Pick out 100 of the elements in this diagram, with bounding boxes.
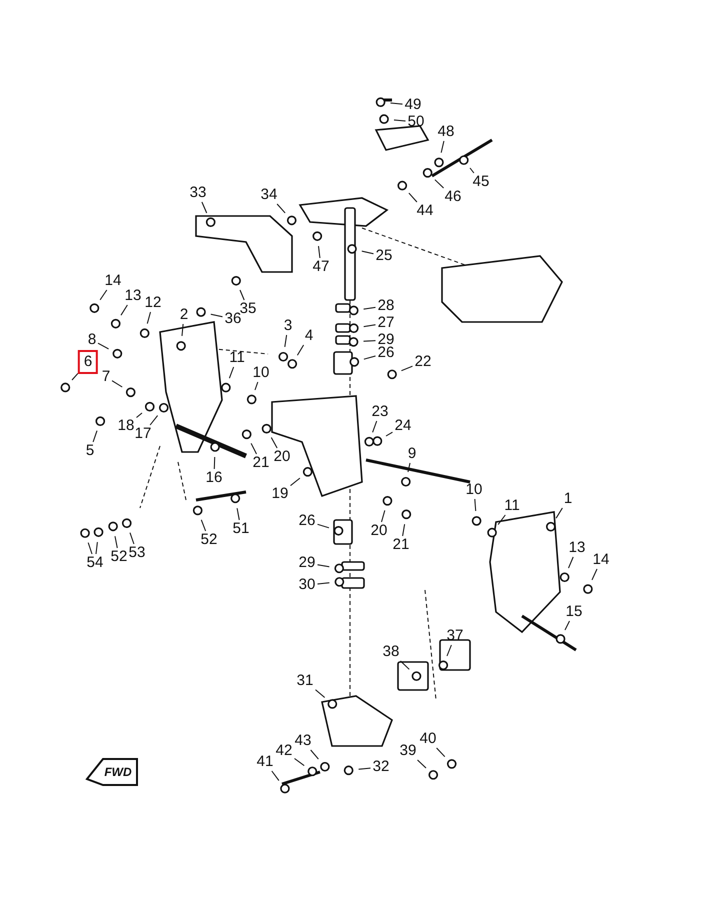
leader-line: [201, 202, 208, 214]
leader-line: [564, 620, 570, 630]
leader-line: [358, 768, 371, 770]
leader-line: [150, 415, 158, 426]
callout-number: 15: [564, 603, 584, 621]
leader-line: [112, 380, 123, 388]
callout-number: 11: [227, 349, 247, 367]
callout-number: 44: [414, 202, 436, 220]
leader-line: [363, 306, 376, 310]
leader-line: [210, 314, 223, 318]
leader-line: [390, 102, 403, 105]
leader-line: [310, 750, 319, 760]
leader-line: [408, 462, 410, 472]
leader-line: [254, 382, 258, 390]
leader-line: [228, 366, 234, 379]
leader-line: [363, 356, 376, 360]
callout-number: 14: [590, 551, 612, 569]
leader-line: [92, 430, 98, 442]
leader-line: [474, 498, 476, 512]
leader-line: [276, 204, 286, 214]
callout-number: 3: [282, 317, 294, 335]
leader-line: [317, 582, 330, 584]
leader-line: [400, 366, 413, 372]
leader-line: [100, 290, 108, 300]
callout-number: 53: [126, 544, 148, 562]
callout-number: 21: [250, 454, 272, 472]
callout-number: 27: [376, 314, 396, 332]
leader-line: [294, 758, 305, 766]
leader-line: [290, 478, 300, 486]
leader-line: [271, 770, 280, 782]
leader-line: [130, 532, 134, 544]
leader-line: [361, 250, 374, 254]
leader-line: [402, 524, 406, 536]
callout-number: 31: [294, 672, 316, 690]
callout-number: 42: [274, 742, 294, 760]
callout-number: 12: [142, 294, 164, 312]
callout-number: 5: [84, 442, 96, 460]
leader-line: [440, 140, 444, 154]
leader-line: [470, 168, 474, 174]
callout-number: 8: [86, 331, 98, 349]
callout-number: 43: [292, 732, 314, 750]
leader-line: [568, 556, 574, 569]
callout-number: 26: [376, 344, 396, 362]
callout-number: 46: [442, 188, 464, 206]
leader-line: [446, 644, 452, 656]
leader-line: [250, 442, 257, 454]
leader-line: [214, 456, 216, 470]
leader-line: [315, 689, 326, 698]
callout-number: 20: [272, 448, 292, 466]
callout-number: 10: [464, 481, 484, 499]
direction-label: FWD: [104, 765, 132, 779]
leader-line: [372, 420, 378, 433]
callout-number: 19: [270, 485, 290, 503]
callout-number: 20: [368, 522, 390, 540]
leader-line: [200, 519, 206, 532]
leader-line: [96, 542, 98, 554]
leader-line: [88, 542, 92, 554]
callout-number: 2: [178, 306, 190, 324]
callout-number: 50: [406, 113, 426, 131]
leader-line: [98, 342, 110, 350]
leader-line: [434, 179, 444, 188]
leader-line: [394, 120, 406, 122]
callout-number: 33: [188, 184, 208, 202]
callout-number: 13: [566, 539, 588, 557]
leader-line: [386, 432, 393, 436]
callout-number: 45: [470, 173, 492, 191]
callout-number: 23: [370, 403, 390, 421]
callout-number: 54: [84, 554, 106, 572]
callout-number: 52: [198, 531, 220, 549]
callout-number: 22: [412, 353, 434, 371]
leader-line: [498, 514, 506, 526]
callout-number: 41: [254, 753, 276, 771]
callout-number: 47: [310, 258, 332, 276]
leader-line: [381, 510, 386, 522]
leader-line: [436, 748, 446, 758]
callout-number: 52: [108, 548, 130, 566]
leader-line: [236, 508, 240, 520]
callout-number: 21: [390, 536, 412, 554]
callout-number: 26: [296, 512, 318, 530]
leader-line: [296, 344, 304, 356]
callout-number: 49: [402, 96, 424, 114]
callout-number: 4: [302, 327, 316, 345]
leader-line: [417, 760, 426, 768]
callout-number: 11: [502, 497, 522, 515]
callout-number: 39: [398, 742, 418, 760]
leader-line: [146, 312, 151, 324]
callout-number: 14: [102, 272, 124, 290]
callout-number: 48: [436, 123, 456, 141]
callout-number: 29: [296, 554, 318, 572]
leader-line: [400, 660, 410, 670]
callout-number: 28: [376, 297, 396, 315]
leader-line: [284, 334, 288, 348]
callout-number: 7: [100, 368, 112, 386]
leader-line: [317, 564, 330, 568]
leader-line: [363, 340, 376, 342]
callout-number: 13: [122, 287, 144, 305]
leader-line: [317, 524, 330, 528]
callout-number: 25: [374, 247, 394, 265]
callout-number: 24: [392, 417, 414, 435]
callout-number: 51: [230, 520, 252, 538]
